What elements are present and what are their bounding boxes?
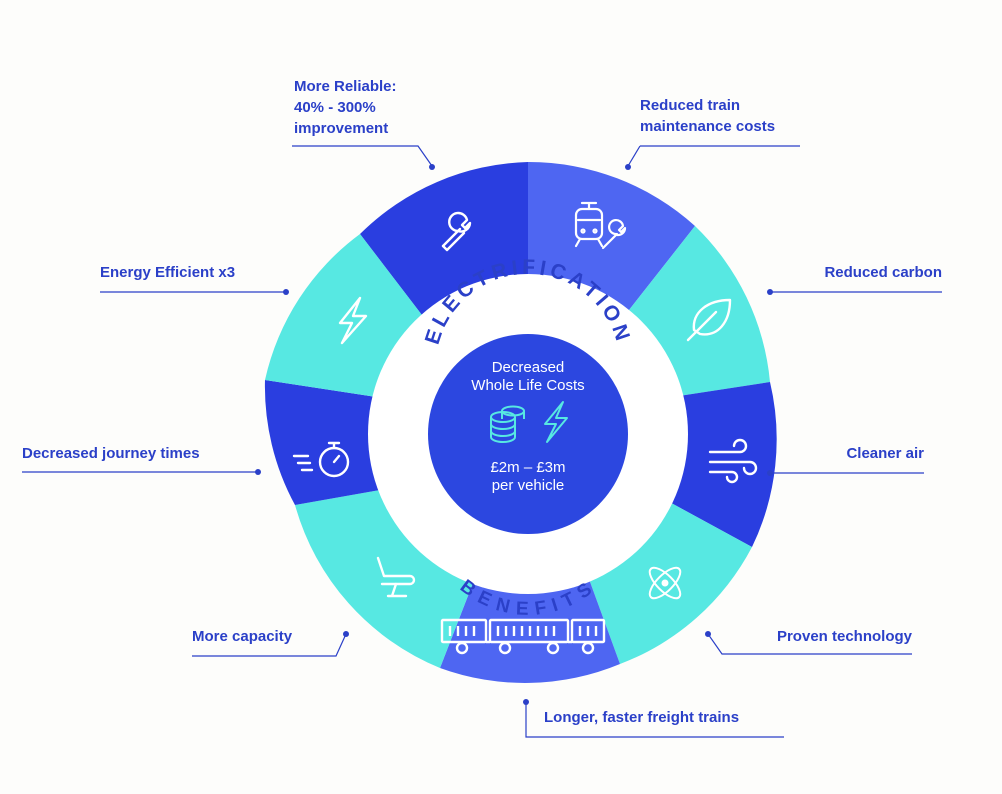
train-repair-icon (574, 201, 627, 250)
label-proven-technology: Proven technology (776, 628, 912, 645)
coins-icon (490, 405, 525, 443)
center-value2: per vehicle (492, 477, 565, 494)
leader-dots (255, 164, 773, 705)
center-disc (428, 334, 628, 534)
label-reduced-maintenance: Reduced train maintenance costs (640, 97, 776, 135)
wrench-icon (441, 211, 472, 252)
label-more-reliable: More Reliable: 40% - 300% improvement (294, 78, 397, 137)
label-energy-efficient: Energy Efficient x3 (100, 264, 236, 281)
seat-icon (376, 556, 416, 598)
center-line2: Whole Life Costs (471, 377, 584, 394)
label-freight-trains: Longer, faster freight trains (544, 709, 740, 726)
freight-train-icon (440, 618, 606, 655)
label-reduced-carbon: Reduced carbon (824, 264, 942, 281)
label-more-capacity: More capacity (192, 628, 293, 645)
label-cleaner-air: Cleaner air (846, 445, 924, 462)
stopwatch-icon (292, 441, 350, 478)
lightning-bolt-icon (338, 296, 368, 345)
center-lightning-bolt-icon (544, 401, 568, 443)
leader-lines (22, 145, 942, 738)
leaf-icon (686, 298, 732, 342)
atom-icon (648, 566, 682, 600)
center-value1: £2m – £3m (490, 459, 565, 476)
center-line1: Decreased (492, 359, 565, 376)
label-journey-times: Decreased journey times (22, 445, 200, 462)
wind-icon (708, 438, 758, 484)
